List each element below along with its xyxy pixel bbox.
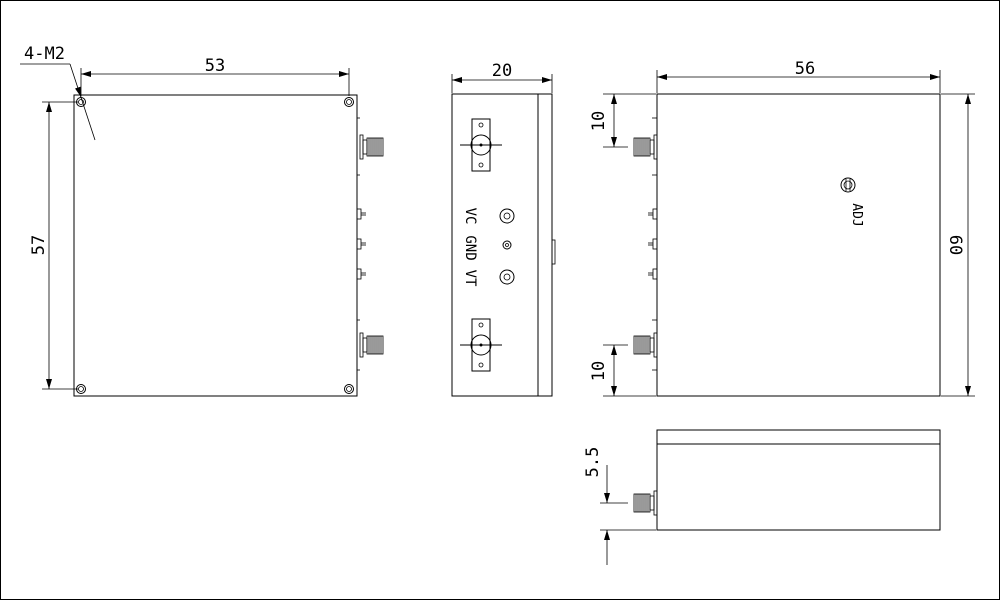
bottom-view: 5.5 — [583, 429, 941, 565]
rf-connector-icon — [359, 332, 384, 358]
rf-connector-icon — [633, 332, 658, 358]
rf-connector-icon — [633, 490, 658, 516]
pin-icon — [356, 208, 367, 220]
back-view: ADJ 56 60 10 10 — [589, 59, 975, 397]
pin-icon — [356, 268, 367, 280]
front-height-dimension: 57 — [29, 235, 49, 255]
pin-icon — [356, 238, 367, 250]
top-connector-flange-icon — [460, 118, 502, 172]
front-housing — [73, 94, 358, 397]
terminal-icons — [499, 208, 515, 285]
bottom-connector-flange-icon — [460, 318, 502, 372]
pin-icon — [647, 268, 658, 280]
front-view: 53 57 4-M2 — [20, 44, 384, 397]
pin-icon — [647, 238, 658, 250]
front-width-dimension: 53 — [205, 56, 225, 76]
adjust-label: ADJ — [849, 203, 864, 226]
adjust-icon — [840, 177, 856, 193]
side-width-dimension: 20 — [492, 61, 512, 81]
top-offset-dimension: 10 — [589, 111, 609, 131]
back-width-dimension: 56 — [795, 59, 815, 79]
mounting-holes — [76, 97, 354, 394]
back-housing — [656, 93, 941, 397]
hole-callout: 4-M2 — [24, 44, 65, 64]
gnd-label: GND — [462, 235, 478, 260]
bottom-housing — [656, 429, 941, 531]
vt-label: VT — [462, 270, 478, 287]
rf-connector-icon — [633, 134, 658, 160]
rf-connector-icon — [359, 134, 384, 160]
back-height-dimension: 60 — [945, 235, 965, 255]
connector-height-dimension: 5.5 — [583, 447, 603, 478]
vc-label: VC — [462, 208, 478, 225]
pin-icon — [647, 208, 658, 220]
bottom-offset-dimension: 10 — [589, 361, 609, 381]
side-view: VC GND VT 20 — [451, 61, 556, 397]
